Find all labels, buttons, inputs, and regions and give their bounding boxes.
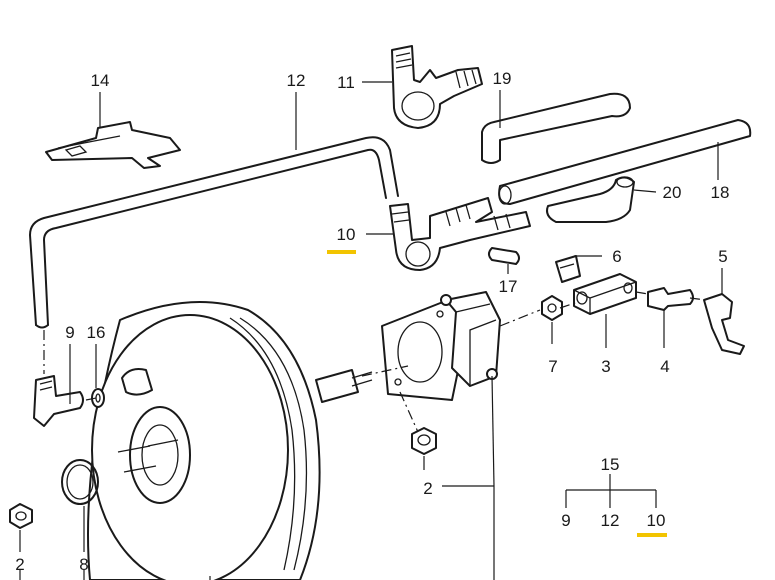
vacuum-fitting-part-10[interactable]	[389, 197, 531, 271]
washer-part-16[interactable]	[91, 388, 105, 408]
label-18: 18	[711, 183, 730, 202]
pin-part-17[interactable]	[488, 247, 520, 265]
leader-lines	[19, 81, 723, 580]
nut-part-2-middle[interactable]	[411, 427, 437, 455]
switch-part-5[interactable]	[703, 293, 745, 355]
legend-label-12: 12	[601, 511, 620, 530]
label-9: 9	[65, 323, 74, 342]
label-8: 8	[79, 555, 88, 574]
label-17: 17	[499, 277, 518, 296]
check-valve-part-11[interactable]	[391, 45, 483, 129]
label-20: 20	[663, 183, 682, 202]
label-6: 6	[612, 247, 621, 266]
block-part-3[interactable]	[573, 273, 637, 315]
fitting-part-4[interactable]	[647, 287, 694, 311]
assembly-axes	[43, 291, 707, 433]
label-10: 10	[337, 225, 356, 244]
label-11: 11	[337, 73, 355, 92]
label-5: 5	[718, 247, 727, 266]
label-19: 19	[493, 69, 512, 88]
elbow-hose-part-20[interactable]	[546, 176, 635, 223]
label-2-middle: 2	[423, 479, 432, 498]
highlight-underline-10-legend	[637, 533, 667, 537]
bracket-part-14[interactable]	[45, 121, 181, 169]
nut-part-2-left[interactable]	[9, 503, 33, 529]
legend-label-15: 15	[601, 455, 620, 474]
label-2-left: 2	[15, 555, 24, 574]
hose-part-18[interactable]	[498, 119, 752, 205]
label-16: 16	[87, 323, 106, 342]
label-4: 4	[660, 357, 669, 376]
legend-label-10: 10	[647, 511, 666, 530]
clip-part-6[interactable]	[555, 255, 581, 283]
label-12: 12	[287, 71, 306, 90]
vacuum-hose-part-12[interactable]	[29, 136, 399, 329]
label-3: 3	[601, 357, 610, 376]
nut-part-7[interactable]	[541, 295, 563, 321]
highlight-underline-10-main	[327, 250, 356, 254]
o-ring-part-8[interactable]	[61, 459, 99, 505]
elbow-fitting-part-9[interactable]	[33, 375, 84, 427]
brake-booster[interactable]	[87, 301, 373, 580]
label-7: 7	[548, 357, 557, 376]
label-14: 14	[91, 71, 110, 90]
hose-part-19[interactable]	[481, 92, 631, 164]
legend-label-9: 9	[561, 511, 570, 530]
